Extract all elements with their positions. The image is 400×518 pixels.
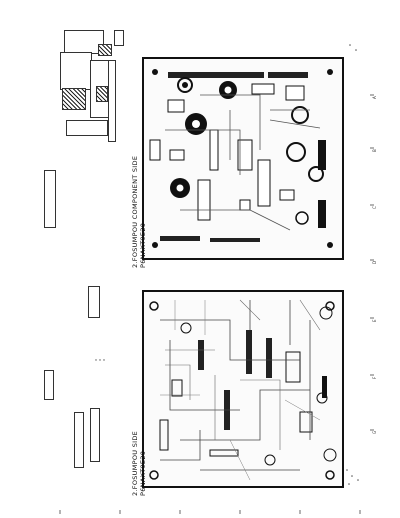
margin-mark-g: G (372, 430, 377, 434)
mini-diagram-g (66, 120, 108, 136)
tag-box-3 (44, 370, 54, 400)
mini-diagram-b (98, 44, 112, 56)
board-1-label: 2.FOSUMPOU COMPONENT SIDE P6NAXT9E20 (131, 156, 147, 268)
board-1-components (149, 69, 333, 248)
margin-mark-e: E (372, 319, 377, 322)
tag-box-4 (74, 412, 84, 468)
tag-box-1 (44, 170, 56, 228)
mini-diagram-i (114, 30, 124, 46)
margin-mark-d: D (372, 260, 377, 264)
board-2-traces (149, 299, 337, 481)
board-2-label: 2.FOSUMPOU SIDE P6NAXT9E20 (131, 431, 147, 496)
right-ticks (370, 94, 374, 431)
tag-box-2 (88, 286, 100, 318)
margin-mark-a: A (372, 96, 377, 99)
tag-box-5 (90, 408, 100, 462)
mini-diagram-f (96, 86, 108, 102)
margin-dots (95, 44, 359, 485)
mini-diagram-h (108, 60, 116, 142)
board-2-label-line1: 2.FOSUMPOU SIDE (131, 430, 139, 496)
board-1-label-line1: 2.FOSUMPOU COMPONENT SIDE (131, 155, 139, 268)
margin-mark-b: B (372, 149, 377, 152)
margin-mark-f: F (372, 376, 377, 379)
mini-diagram-d (62, 88, 86, 110)
board-2-label-line2: P6NAXT9E20 (139, 450, 147, 496)
bottom-ticks (59, 510, 361, 514)
board-1-label-line2: P6NAXT9E20 (139, 222, 147, 268)
margin-mark-c: C (372, 206, 377, 209)
